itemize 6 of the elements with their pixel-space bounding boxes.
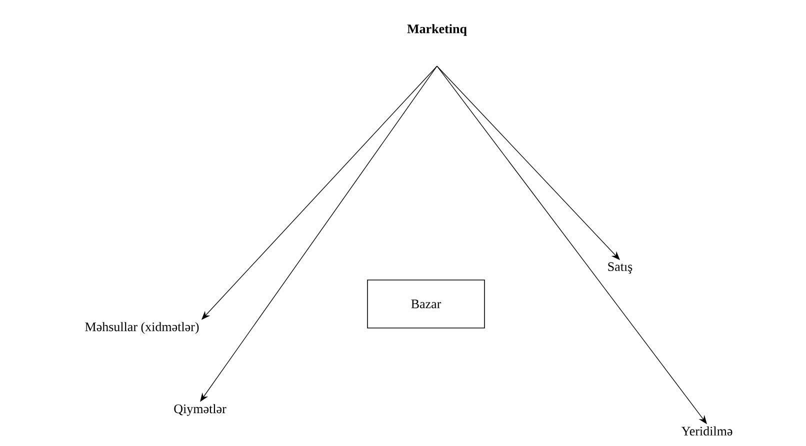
item-label: Məhsullar (xidmətlər) (85, 322, 199, 334)
item-label: Satış (608, 262, 632, 274)
item-label: Yeridilmə (681, 426, 732, 436)
item-label: Qiymətlər (174, 404, 226, 416)
heading-text: Marketinq (407, 24, 467, 36)
center-box: Bazar (367, 280, 485, 328)
